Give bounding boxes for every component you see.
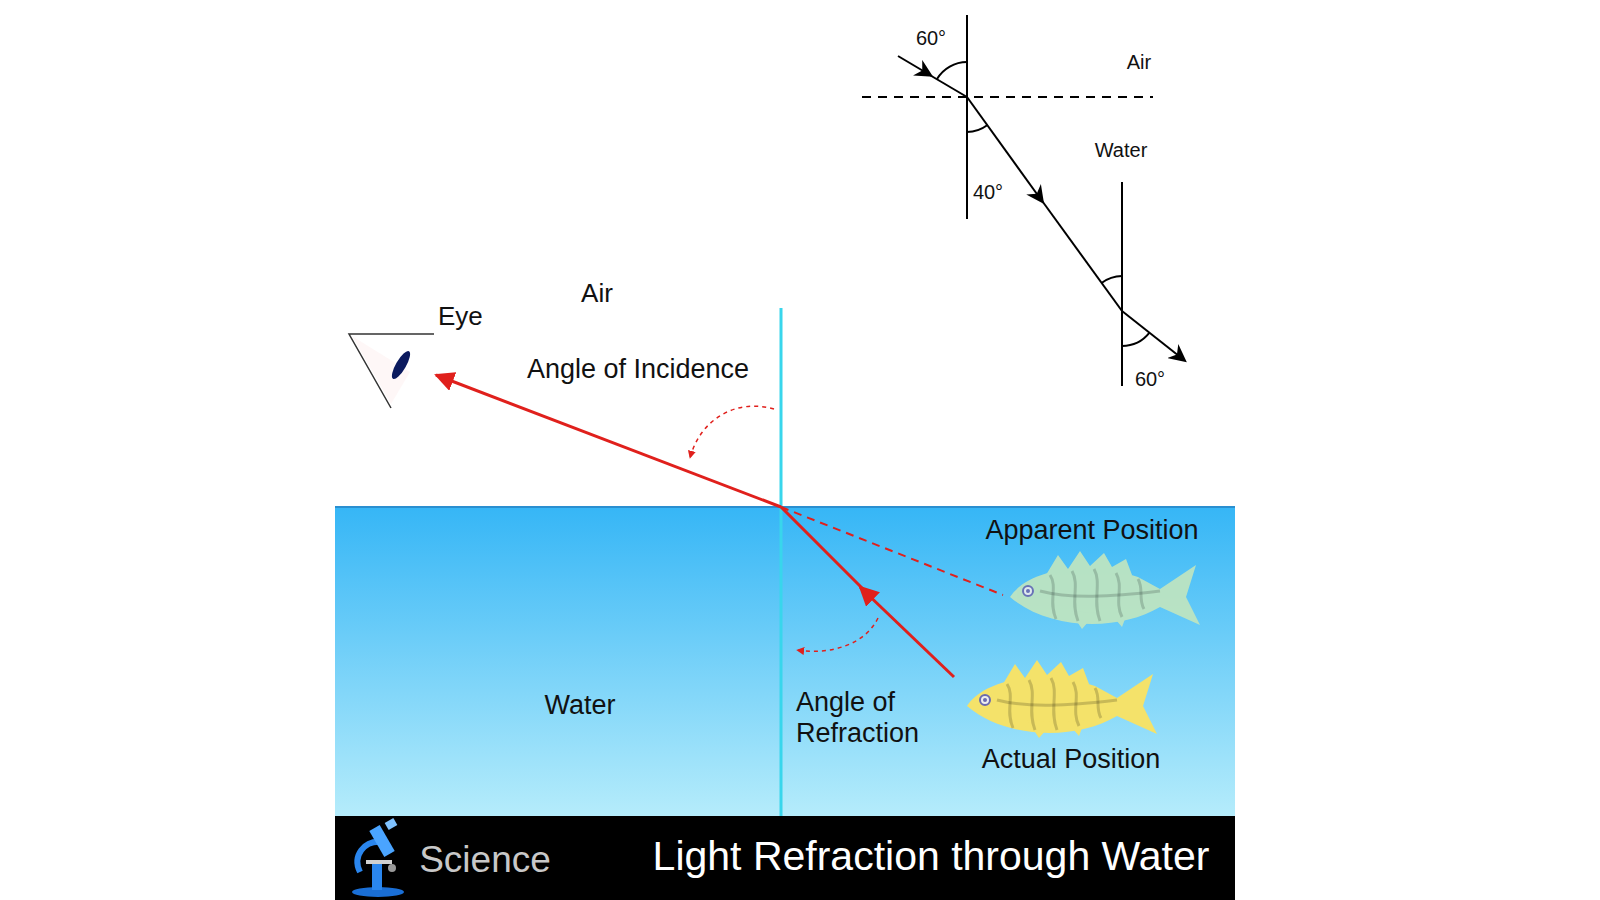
title-band-node: Science Light Refraction through Water <box>335 816 1235 900</box>
diagram-label: 60° <box>916 27 946 50</box>
actual-fish <box>967 660 1157 738</box>
water-region <box>335 507 1235 816</box>
diagram-title: Light Refraction through Water <box>653 833 1210 880</box>
diagram-label: Eye <box>438 302 483 332</box>
fish-label: Apparent Position <box>985 515 1198 546</box>
apparent-fish <box>1010 551 1200 629</box>
angle-label: Angle of Refraction <box>796 687 971 749</box>
diagram-label: Water <box>1095 139 1148 162</box>
angle-arrow <box>690 406 774 458</box>
diagram-label: 40° <box>973 181 1003 204</box>
small-refraction-diagram <box>862 15 1184 386</box>
fish-label: Actual Position <box>982 744 1161 775</box>
apparent-ray <box>781 507 1003 595</box>
incident-ray <box>436 375 781 507</box>
microscope-icon <box>352 818 404 897</box>
diagram-label: Angle of Incidence <box>527 354 749 385</box>
diagram-label: Air <box>1127 51 1151 74</box>
angle-arrow <box>797 618 878 651</box>
water-region-node: Water Apparent PositionAngle of Refractio… <box>335 507 1235 816</box>
refracted-ray <box>781 507 864 590</box>
diagram-label: 60° <box>1135 368 1165 391</box>
eye-symbol <box>349 334 434 408</box>
normal-line <box>780 308 783 816</box>
brand-label: Science <box>419 839 551 882</box>
diagram-label: Air <box>581 279 613 309</box>
region-label: Water <box>544 690 615 721</box>
title-band <box>335 816 1235 900</box>
refracted-ray <box>860 587 954 677</box>
